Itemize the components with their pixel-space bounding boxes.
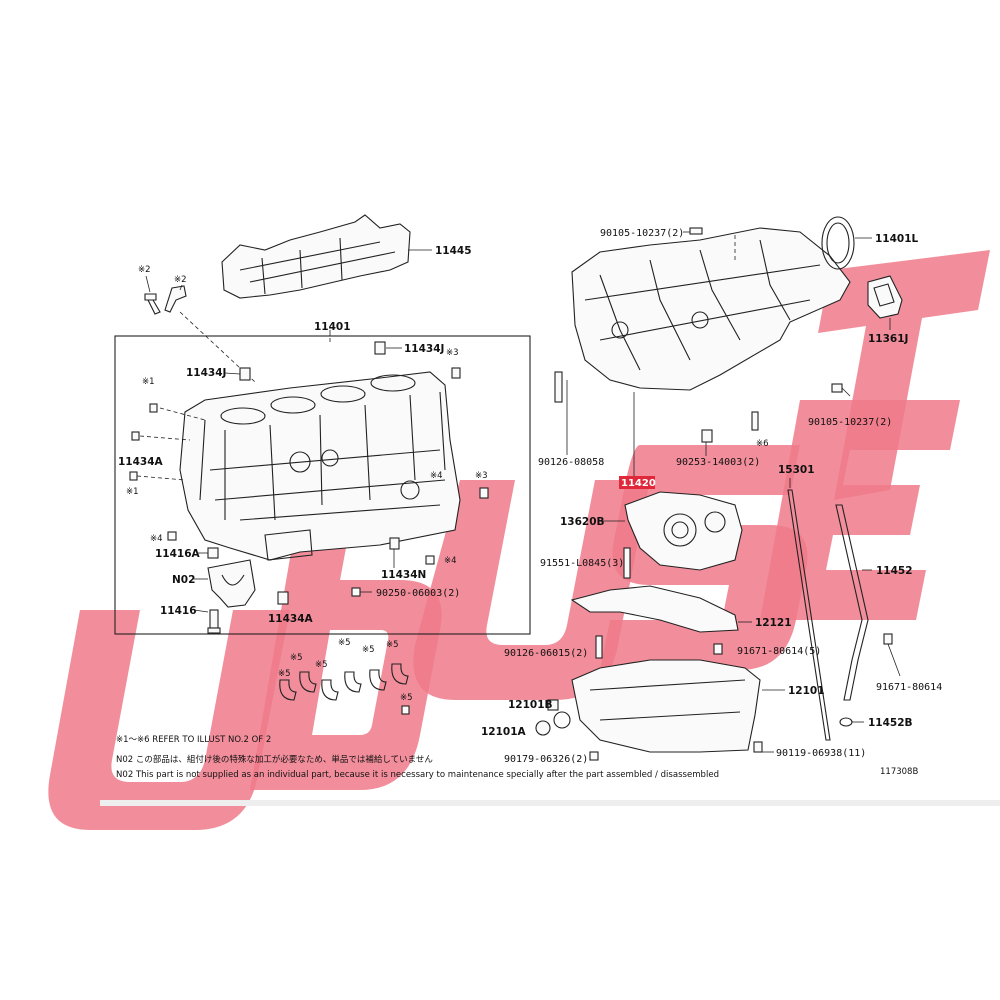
bottom-band [100, 800, 1000, 806]
o-ring-11452B [839, 717, 853, 727]
label-11434J-a: 11434J [404, 343, 444, 355]
dowel-pin-11434J [239, 341, 386, 381]
ref-mark-5d: ※5 [338, 638, 351, 648]
label-11401: 11401 [314, 321, 351, 333]
label-11452: 11452 [876, 565, 913, 577]
gasket-11361J [867, 275, 903, 319]
bolt-90250 [351, 587, 361, 597]
pin-11434A-b [277, 591, 289, 605]
label-90250-06003: 90250-06003(2) [376, 588, 460, 599]
label-11416A: 11416A [155, 548, 201, 560]
ref-mark-4c: ※4 [430, 471, 443, 481]
plug-ref3a [451, 367, 461, 379]
label-90126-08058: 90126-08058 [538, 457, 604, 468]
plug-ref4a [167, 531, 177, 541]
bolt-pair-ref2 [144, 285, 187, 315]
label-12101A: 12101A [481, 726, 527, 738]
bolt-90105-a [689, 227, 703, 235]
label-11434J-b: 11434J [186, 367, 226, 379]
label-11361J: 11361J [868, 333, 908, 345]
label-91671-80614: 91671-80614 [876, 682, 942, 693]
illustration-number: 117308B [880, 767, 918, 777]
oil-pump-13620B-part [624, 491, 743, 571]
label-11445: 11445 [435, 245, 472, 257]
plug-ref4b [425, 555, 435, 565]
ref-mark-4b: ※4 [444, 556, 457, 566]
ref-mark-5e: ※5 [362, 645, 375, 655]
ref-mark-5a: ※5 [290, 653, 303, 663]
label-12101B: 12101B [508, 699, 553, 711]
oil-pan-12101-part [571, 659, 761, 753]
label-11434A-b: 11434A [268, 613, 314, 625]
plug-ref1b [129, 471, 138, 481]
ref-mark-1a: ※1 [142, 377, 155, 387]
label-90126-06015: 90126-06015(2) [504, 648, 588, 659]
ref-mark-4a: ※4 [150, 534, 163, 544]
bolt-11416A [207, 547, 219, 559]
label-11420: 11420 [621, 478, 656, 489]
pin-90253 [701, 429, 713, 443]
label-13620B: 13620B [560, 516, 605, 528]
bolt-91551 [623, 547, 631, 579]
plug-ref1a [149, 403, 158, 413]
crankcase-11420-part [571, 227, 851, 391]
bolt-ref6 [751, 411, 759, 431]
label-90253-14003: 90253-14003(2) [676, 457, 760, 468]
engine-insulator-part [221, 214, 411, 299]
ref-mark-2b: ※2 [174, 275, 187, 285]
label-90179-06326: 90179-06326(2) [504, 754, 588, 765]
ref-mark-3a: ※3 [446, 348, 459, 358]
label-11452B: 11452B [868, 717, 913, 729]
stud-90126-08058 [554, 371, 563, 403]
ref-mark-5b: ※5 [278, 669, 291, 679]
drain-plug-12101B [547, 699, 559, 711]
cylinder-block-group-frame [114, 335, 531, 635]
label-12101: 12101 [788, 685, 825, 697]
label-90105-10237-a: 90105-10237(2) [600, 228, 684, 239]
ref-mark-6: ※6 [756, 439, 769, 449]
highlight-box-11420 [619, 476, 655, 489]
label-11401L: 11401L [875, 233, 919, 245]
label-12121: 12121 [755, 617, 792, 629]
oil-dipstick-15301 [787, 489, 831, 741]
plug-11434N [389, 537, 400, 550]
label-11416: 11416 [160, 605, 197, 617]
ref-mark-3b: ※3 [475, 471, 488, 481]
dipstick-guide-11452 [835, 504, 869, 701]
label-90119-06938: 90119-06938(11) [776, 748, 866, 759]
oil-baffle-12121 [570, 585, 739, 633]
plug-ref3b [479, 487, 489, 499]
ref-mark-5g: ※5 [400, 693, 413, 703]
bolt-90105-b [831, 383, 843, 393]
label-11434A-a: 11434A [118, 456, 164, 468]
label-91671-80614-5: 91671-80614(5) [737, 646, 821, 657]
stud-90126-06015 [595, 635, 603, 659]
oil-seal-11401L [821, 216, 855, 270]
ref-mark-5c: ※5 [315, 660, 328, 670]
gasket-12101A [535, 711, 571, 736]
cylinder-block-part [179, 371, 461, 561]
bolt-90119 [753, 741, 763, 753]
note-refer-illust: ※1～※6 REFER TO ILLUST NO.2 OF 2 [116, 735, 271, 745]
label-11434N: 11434N [381, 569, 426, 581]
label-N02: N02 [172, 574, 195, 586]
bolt-90179 [589, 751, 599, 761]
bolt-11416 [207, 609, 221, 634]
crank-bearing-set-ref5 [279, 663, 410, 715]
ref-mark-2a: ※2 [138, 265, 151, 275]
note-n02-english: N02 This part is not supplied as an indi… [116, 770, 719, 780]
label-90105-10237-b: 90105-10237(2) [808, 417, 892, 428]
ref-mark-1b: ※1 [126, 487, 139, 497]
pin-11434A-a [131, 431, 140, 441]
ref-mark-5f: ※5 [386, 640, 399, 650]
bearing-cap-N02 [207, 559, 256, 608]
bolt-91671-a [713, 643, 723, 655]
bolt-91671-b [883, 633, 893, 645]
note-n02-japanese: N02 この部品は、組付け後の特殊な加工が必要なため、単品では補給していません [116, 754, 433, 765]
label-91551-L0845: 91551-L0845(3) [540, 558, 624, 569]
label-15301: 15301 [778, 464, 815, 476]
